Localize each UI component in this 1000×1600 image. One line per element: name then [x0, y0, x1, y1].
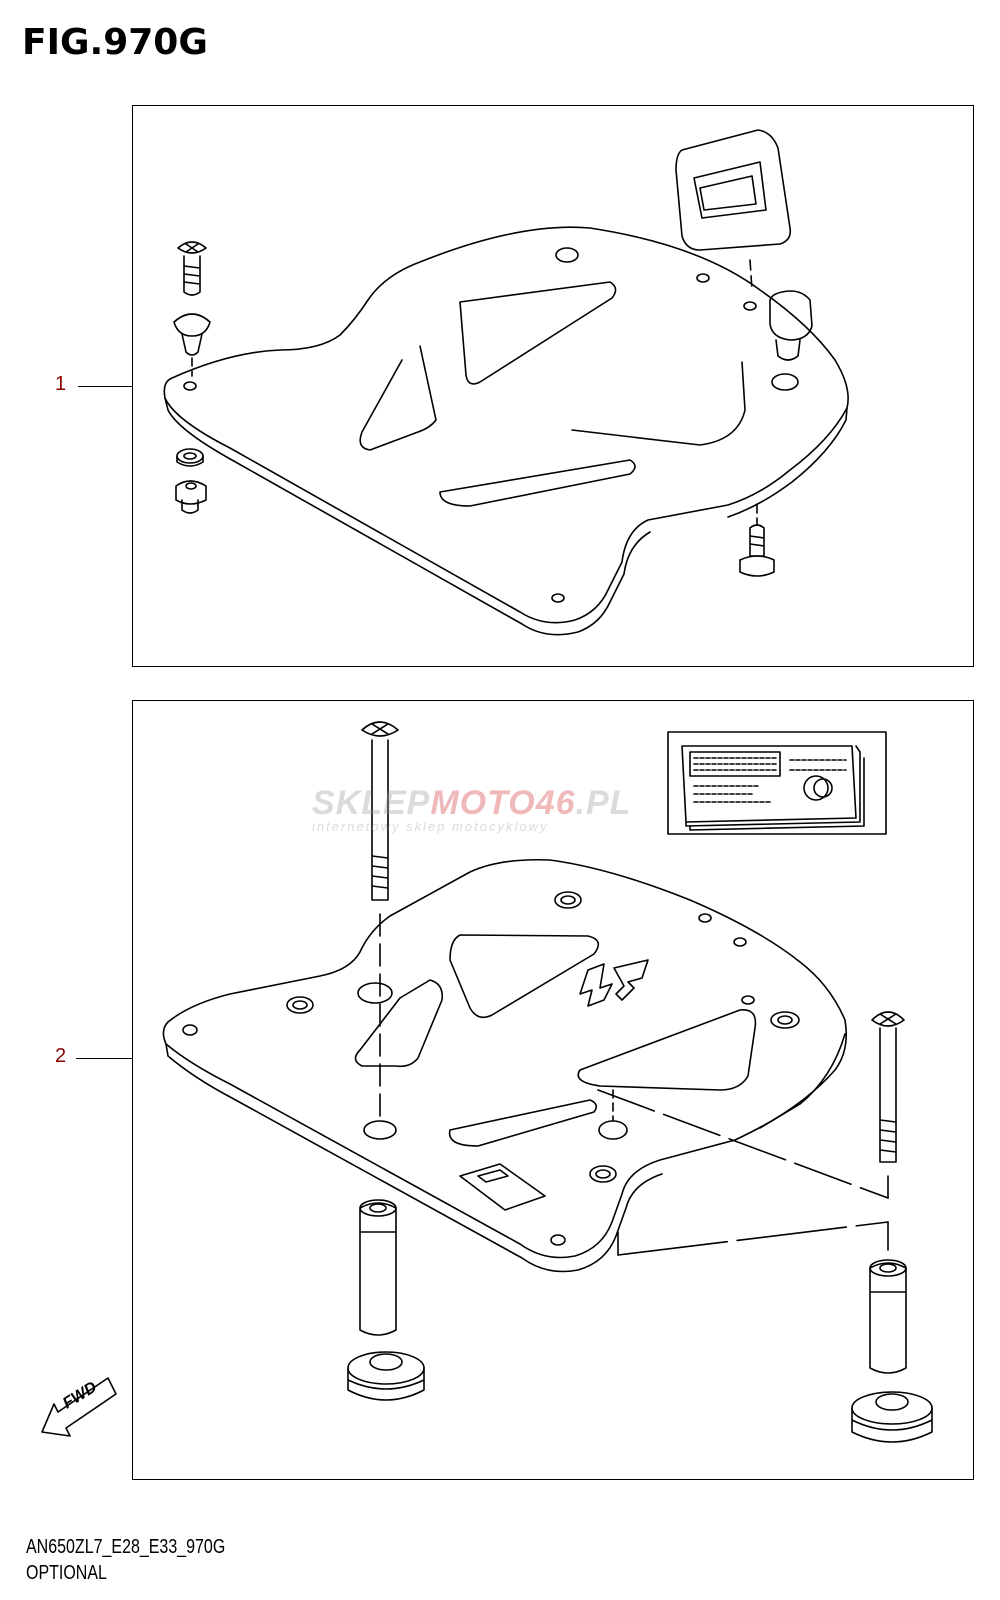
carrier-plate-2: [162, 858, 848, 1273]
washer-1: [176, 448, 204, 467]
long-screw-2a: [361, 721, 399, 1121]
nut-1: [175, 480, 207, 514]
handle-grip: [675, 129, 792, 291]
collar-2b: [869, 1259, 907, 1374]
rubber-mount-2a: [347, 1351, 425, 1401]
fwd-arrow-icon: [41, 1377, 117, 1437]
figure-title: FIG.970G: [22, 22, 208, 63]
callout-2[interactable]: 2: [55, 1045, 67, 1067]
callout-leader-2: [76, 1058, 132, 1059]
panel-part-1: [132, 105, 974, 667]
watermark-brand-c: .PL: [575, 784, 632, 822]
knob-fastener-1: [769, 290, 813, 361]
footer-section: OPTIONAL: [26, 1562, 107, 1584]
callout-leader-1: [78, 386, 132, 387]
watermark: SKLEPMOTO46.PL internetowy sklep motocyk…: [312, 784, 631, 834]
callout-1[interactable]: 1: [55, 373, 67, 395]
watermark-brand-b: MOTO46: [430, 784, 576, 822]
grommet-1: [173, 313, 211, 377]
panel-part-2: [132, 700, 974, 1480]
rubber-mount-2b: [851, 1391, 933, 1443]
instruction-sheet: [667, 731, 887, 835]
collar-2a: [359, 1199, 397, 1336]
long-screw-2b: [597, 1011, 905, 1256]
screw-1: [177, 241, 207, 296]
footer-model-code: AN650ZL7_E28_E33_970G: [26, 1536, 226, 1558]
base-plate-1: [163, 226, 849, 636]
watermark-tagline: internetowy sklep motocyklowy: [312, 819, 549, 834]
bolt-1: [739, 504, 775, 577]
watermark-brand-a: SKLEP: [312, 784, 431, 822]
